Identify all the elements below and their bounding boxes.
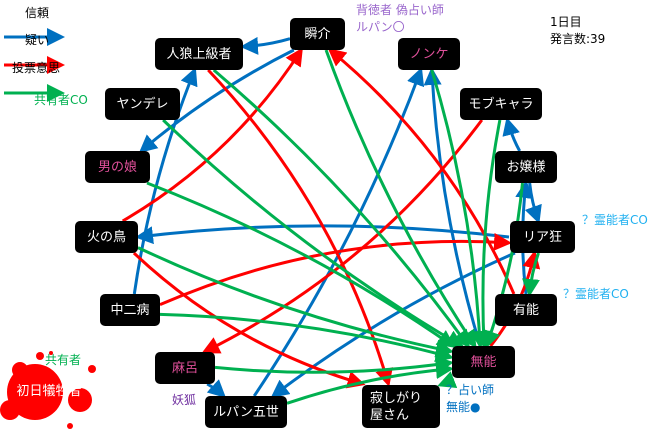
legend-vote-label: 投票意思 <box>12 61 61 75</box>
edge-trust-lupin-to-nonke <box>252 67 425 397</box>
blood-splash-icon <box>0 351 96 429</box>
edge-doubt-hinotori-to-shunsuke <box>121 47 303 223</box>
edge-doubt-jinro-to-sabishi <box>207 68 393 387</box>
day-label: 1日目 <box>550 15 582 29</box>
node-muno[interactable]: 無能 <box>452 346 515 378</box>
nonke-role-note-2: ルパン〇 <box>356 20 405 34</box>
nonke-role-note-1: 背徳者 偽占い師 <box>356 3 444 17</box>
edge-vote-nonke-to-muno <box>430 69 489 349</box>
edge-vote-muno-to-sabishi <box>437 371 458 388</box>
edge-trust-chuni-to-jinro <box>132 67 198 295</box>
node-yandere[interactable]: ヤンデレ <box>105 88 180 120</box>
edge-trust-shunsuke-to-otokonoko <box>138 48 295 153</box>
node-yuno[interactable]: 有能 <box>495 294 557 326</box>
node-mob[interactable]: モブキャラ <box>460 88 542 120</box>
node-ojousama[interactable]: お嬢様 <box>495 151 557 183</box>
node-shunsuke[interactable]: 瞬介 <box>290 18 345 50</box>
muno-role-note-1: ？占い師 <box>446 383 495 397</box>
edge-trust-muno-to-nonke <box>423 67 482 347</box>
edge-vote-maro-to-muno <box>214 355 454 374</box>
edge-vote-ojousama-to-muno <box>482 182 524 349</box>
victim-role-note: 共有者 <box>45 353 82 367</box>
maro-role-note: 妖狐 <box>172 393 197 407</box>
edge-trust-ojousama-to-mob <box>502 117 521 152</box>
muno-role-note-2: 無能● <box>446 400 481 414</box>
node-otokonoko[interactable]: 男の娘 <box>85 151 150 183</box>
legend-trust-label: 信頼 <box>25 6 50 20</box>
game-info: 1日目 発言数:39 <box>550 14 605 48</box>
yandere-co-note: 共有者CO <box>34 93 88 107</box>
node-jinro[interactable]: 人狼上級者 <box>155 38 243 70</box>
edge-doubt-mob-to-maro <box>201 119 484 354</box>
edge-vote-shunsuke-to-muno <box>324 49 477 349</box>
edge-vote-yandere-to-muno <box>162 118 465 348</box>
yuno-co-note: ？霊能者CO <box>563 287 629 301</box>
edge-vote-lupin-to-muno <box>286 361 454 405</box>
node-nonke[interactable]: ノンケ <box>398 38 460 70</box>
edge-trust-shunsuke-to-jinro <box>240 36 291 55</box>
riakyo-co-note: ？霊能者CO <box>582 213 648 227</box>
node-sabishi[interactable]: 寂しがり屋さん <box>362 385 440 428</box>
edge-vote-hinotori-to-muno <box>137 246 454 358</box>
node-maro[interactable]: 麻呂 <box>155 352 215 384</box>
edge-vote-otokonoko-to-muno <box>146 181 456 348</box>
edge-doubt-chuni-to-riakyo <box>159 232 512 307</box>
node-hinotori[interactable]: 火の鳥 <box>75 221 138 253</box>
edge-vote-mob-to-muno <box>474 119 502 349</box>
edge-vote-jinro-to-muno <box>212 68 471 349</box>
node-victim[interactable]: 初日犠牲者 <box>16 383 82 399</box>
node-lupin[interactable]: ルパン五世 <box>205 396 287 428</box>
legend-doubt-label: 疑い <box>25 33 50 47</box>
edge-vote-chuni-to-muno <box>159 312 454 363</box>
node-riakyo[interactable]: リア狂 <box>510 221 575 253</box>
message-count: 発言数:39 <box>550 32 606 46</box>
node-chuni[interactable]: 中二病 <box>100 294 160 326</box>
edge-trust-ojousama-to-riakyo <box>524 182 542 224</box>
edge-vote-riakyo-to-yuno <box>521 252 540 297</box>
edge-trust-maro-to-lupin <box>206 379 227 399</box>
edge-doubt-yuno-to-shunsuke <box>327 48 516 295</box>
